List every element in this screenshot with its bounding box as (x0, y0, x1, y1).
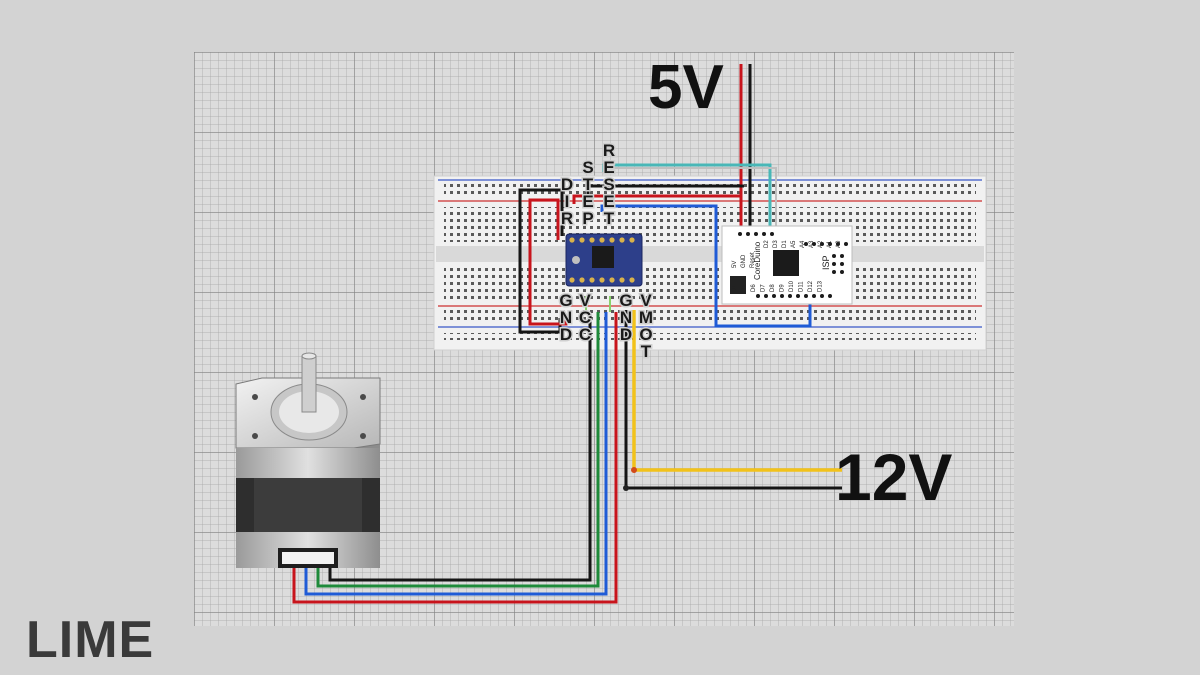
board-pin-label: D1 (782, 240, 788, 248)
motor-cable (292, 312, 618, 604)
driver-pin-step-label: S (582, 158, 593, 177)
board-pin-label: D13 (818, 280, 824, 292)
board-pin-label: D11 (799, 281, 805, 292)
driver-pin-gnd2-label: N (620, 308, 632, 327)
board-pin-label: A5 (791, 240, 797, 248)
driver-pin-dir-label: D (561, 175, 573, 194)
stepper-motor (235, 352, 381, 568)
board-pin-label: D2 (764, 240, 770, 248)
breadboard (433, 175, 987, 351)
driver-pin-step-label: T (583, 175, 594, 194)
driver-pin-dir-label: R (561, 209, 573, 228)
board-pin-label: D3 (773, 240, 779, 248)
driver-pin-gnd2-label: D (620, 325, 632, 344)
power-12v-wires (623, 310, 842, 491)
driver-pin-gnd-label: G (559, 291, 572, 310)
stepper-driver (565, 233, 643, 312)
driver-pin-vcc-label: C (579, 308, 591, 327)
driver-pin-vmot-label: T (641, 342, 652, 361)
board-pin-label: Reset (750, 252, 756, 268)
driver-pin-reset-label: S (603, 175, 614, 194)
driver-pin-reset-label: R (603, 141, 615, 160)
board-pin-label: D4 (732, 284, 738, 292)
board-pin-label: A0 (836, 240, 842, 248)
board-isp-label: ISP (821, 255, 831, 270)
board-pin-label: D9 (780, 284, 786, 292)
board-pin-label: D5 (742, 284, 748, 292)
board-pin-label: A2 (818, 240, 824, 248)
board-pin-label: A3 (809, 240, 815, 248)
driver-pin-vmot-label: V (640, 291, 652, 310)
driver-pin-reset-label: T (604, 209, 615, 228)
driver-pin-step-label: P (582, 209, 593, 228)
board-pin-label: D10 (789, 280, 795, 292)
driver-pin-vcc-label: V (579, 291, 591, 310)
driver-pin-vcc-label: C (579, 325, 591, 344)
supply-5v-label: 5V (648, 53, 724, 122)
driver-pin-step-label: E (582, 192, 593, 211)
board-pin-label: D6 (751, 284, 757, 292)
board-pin-label: 5V (732, 261, 738, 268)
driver-pin-gnd-label: N (560, 308, 572, 327)
board-pin-label: A4 (800, 240, 806, 248)
board-pin-label: A1 (827, 240, 833, 248)
board-pin-label: D8 (770, 284, 776, 292)
driver-pin-dir-label: I (565, 192, 570, 211)
board-pin-label: GND (741, 254, 747, 268)
driver-pin-vmot-label: M (639, 308, 653, 327)
board-pin-label: D12 (808, 280, 814, 292)
board-name-label: CoreDuino (753, 241, 762, 280)
driver-pin-vmot-label: O (639, 325, 652, 344)
driver-pin-reset-label: E (603, 192, 614, 211)
board-pin-label: D7 (761, 284, 767, 292)
logic-wires (518, 64, 812, 334)
driver-pin-gnd-label: D (560, 325, 572, 344)
driver-pin-gnd2-label: G (619, 291, 632, 310)
driver-pin-reset-label: E (603, 158, 614, 177)
supply-12v-label: 12V (835, 440, 952, 514)
brand-logo-text: LIME (26, 611, 155, 669)
